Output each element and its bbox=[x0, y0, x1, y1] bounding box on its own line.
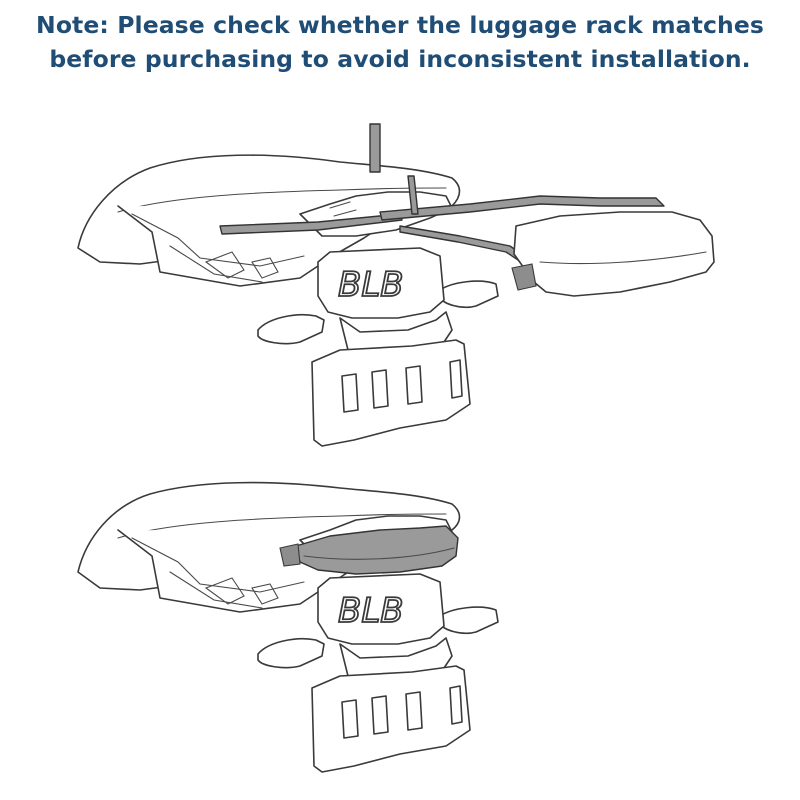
installed-tail-light-mount bbox=[279, 543, 301, 567]
installed-tail-light-housing bbox=[295, 525, 459, 575]
exploded-view: BLB bbox=[77, 123, 715, 447]
luggage-rack-exploded bbox=[219, 123, 665, 265]
right-turn-signal bbox=[439, 280, 499, 309]
installation-note: Note: Please check whether the luggage r… bbox=[0, 8, 800, 76]
tail-light-housing bbox=[513, 211, 715, 297]
frame-inner-assembled bbox=[131, 537, 305, 609]
note-line-2: before purchasing to avoid inconsistent … bbox=[49, 45, 751, 73]
plate-slot-2-assembled bbox=[371, 695, 389, 735]
plate-slot-1-assembled bbox=[341, 699, 359, 739]
plate-slot-4 bbox=[449, 359, 463, 399]
plate-slot-2 bbox=[371, 369, 389, 409]
brand-logo-assembled: BLB bbox=[338, 591, 404, 631]
license-plate-frame-assembled bbox=[311, 665, 471, 773]
tail-light-mount bbox=[511, 263, 537, 291]
subframe-detail-assembled bbox=[204, 577, 279, 605]
tail-light-lens-line bbox=[539, 251, 707, 265]
assembled-view: BLB bbox=[77, 481, 499, 773]
rack-strut bbox=[407, 175, 419, 215]
installed-tail-light-lens bbox=[303, 547, 455, 560]
motorcycle-tail-assembled-icon: BLB bbox=[77, 481, 499, 773]
plate-slot-4-assembled bbox=[449, 685, 463, 725]
plate-slot-1 bbox=[341, 373, 359, 413]
rack-rail-left bbox=[219, 213, 403, 235]
subframe-detail bbox=[204, 251, 279, 279]
motorcycle-tail-exploded-icon: BLB bbox=[77, 154, 499, 447]
brand-logo: BLB bbox=[338, 265, 404, 305]
plate-slot-3 bbox=[405, 365, 423, 405]
right-turn-signal-assembled bbox=[439, 606, 499, 635]
frame-inner bbox=[131, 213, 305, 283]
left-turn-signal bbox=[257, 313, 325, 345]
tail-light-exploded bbox=[511, 211, 715, 297]
left-turn-signal-assembled bbox=[257, 637, 325, 669]
license-plate-holder bbox=[317, 247, 445, 319]
license-plate-frame bbox=[311, 339, 471, 447]
plate-slot-3-assembled bbox=[405, 691, 423, 731]
rack-rail-long bbox=[379, 195, 665, 221]
rack-upright-bar bbox=[369, 123, 381, 173]
note-line-1: Note: Please check whether the luggage r… bbox=[36, 11, 764, 39]
license-plate-holder-assembled bbox=[317, 573, 445, 645]
seat-top-line-assembled bbox=[117, 513, 447, 539]
tail-light-installed bbox=[279, 525, 459, 575]
